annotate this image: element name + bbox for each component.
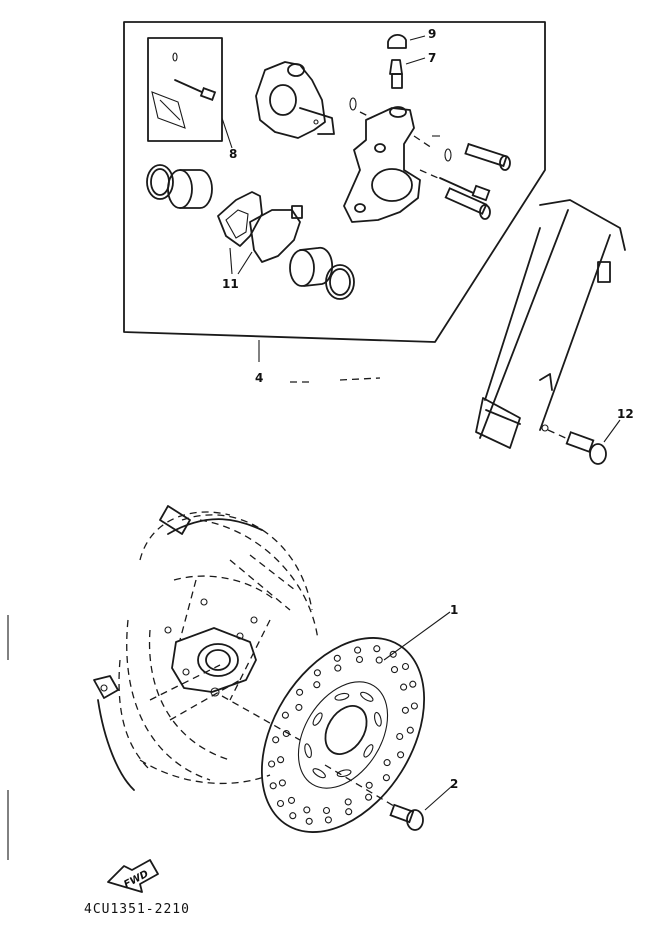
piston-seal-right — [325, 264, 355, 300]
disc-hole — [406, 726, 414, 734]
fork-axle-bolt — [547, 419, 621, 465]
front-wheel — [118, 505, 319, 784]
disc-hole — [334, 664, 342, 672]
disc-hole — [410, 702, 418, 710]
disc-hole — [269, 782, 277, 790]
disc-hole — [396, 732, 404, 741]
disc-hole — [365, 781, 373, 789]
disc-hole — [287, 796, 296, 804]
disc-bolt — [389, 785, 453, 831]
callout-12: 12 — [617, 407, 634, 421]
disc-hole — [303, 806, 311, 814]
disc-hole — [313, 669, 321, 677]
disc-hole — [277, 756, 285, 764]
disc-hole — [333, 654, 341, 662]
caliper-body — [343, 97, 439, 223]
piston-left — [167, 169, 213, 209]
brake-pads — [217, 191, 303, 275]
front-fork-leg — [475, 199, 626, 449]
diagram-code: 4CU1351-2210 — [84, 902, 190, 917]
disc-slot — [363, 744, 374, 758]
disc-slots — [304, 691, 382, 779]
callout-4: 4 — [255, 371, 263, 385]
callout-8: 8 — [229, 147, 237, 161]
disc-slot — [304, 743, 312, 759]
disc-holes — [268, 645, 418, 825]
disc-slot — [312, 768, 326, 779]
disc-hole — [365, 793, 373, 801]
disc-hole — [296, 688, 304, 696]
callout-2: 2 — [450, 777, 458, 791]
disc-hole — [282, 729, 290, 738]
disc-hole — [268, 760, 276, 768]
disc-hole — [373, 645, 381, 653]
disc-hole — [322, 806, 331, 815]
disc-slot — [374, 711, 382, 727]
disc-slot — [360, 691, 374, 702]
disc-hole — [383, 759, 391, 767]
disc-hole — [382, 774, 390, 782]
disc-hole — [354, 646, 362, 654]
disc-hole — [313, 681, 321, 689]
wheel-hub — [164, 626, 257, 697]
disc-hole — [401, 662, 410, 671]
caliper-assembly-group — [123, 21, 546, 362]
disc-hole — [400, 683, 408, 691]
bleed-screw — [389, 57, 426, 89]
callout-1: 1 — [450, 603, 458, 617]
disc-hole — [375, 656, 383, 664]
disc-hole — [389, 650, 397, 658]
disc-hole — [305, 817, 313, 825]
callout-9: 9 — [428, 27, 436, 41]
disc-hole — [295, 703, 303, 711]
bleed-screw-cap — [387, 34, 426, 49]
disc-hole — [281, 711, 289, 719]
disc-hole — [324, 816, 332, 824]
disc-hole — [390, 666, 399, 674]
fender-bracket — [93, 675, 135, 791]
disc-hole — [278, 779, 286, 787]
caliper-bolts — [432, 135, 511, 220]
fwd-arrow-icon: FWD — [107, 859, 159, 893]
disc-hole — [401, 706, 409, 714]
brake-disc — [260, 611, 451, 833]
disc-hole — [276, 799, 285, 808]
caliper-assembly-frame — [123, 21, 546, 343]
disc-slot — [312, 712, 323, 726]
fwd-label: FWD — [122, 869, 150, 891]
disc-hole — [355, 655, 364, 664]
disc-slot — [336, 769, 352, 778]
callout-7: 7 — [428, 51, 436, 65]
caliper-bracket — [255, 61, 335, 139]
disc-hole — [289, 812, 297, 820]
disc-hole — [345, 808, 353, 816]
disc-hole — [397, 751, 405, 759]
callout-11: 11 — [222, 277, 239, 291]
disc-hole — [344, 798, 352, 806]
pad-support-kit — [147, 37, 233, 149]
disc-slot — [334, 692, 350, 701]
disc-hole — [409, 680, 417, 688]
disc-hole — [272, 736, 280, 744]
